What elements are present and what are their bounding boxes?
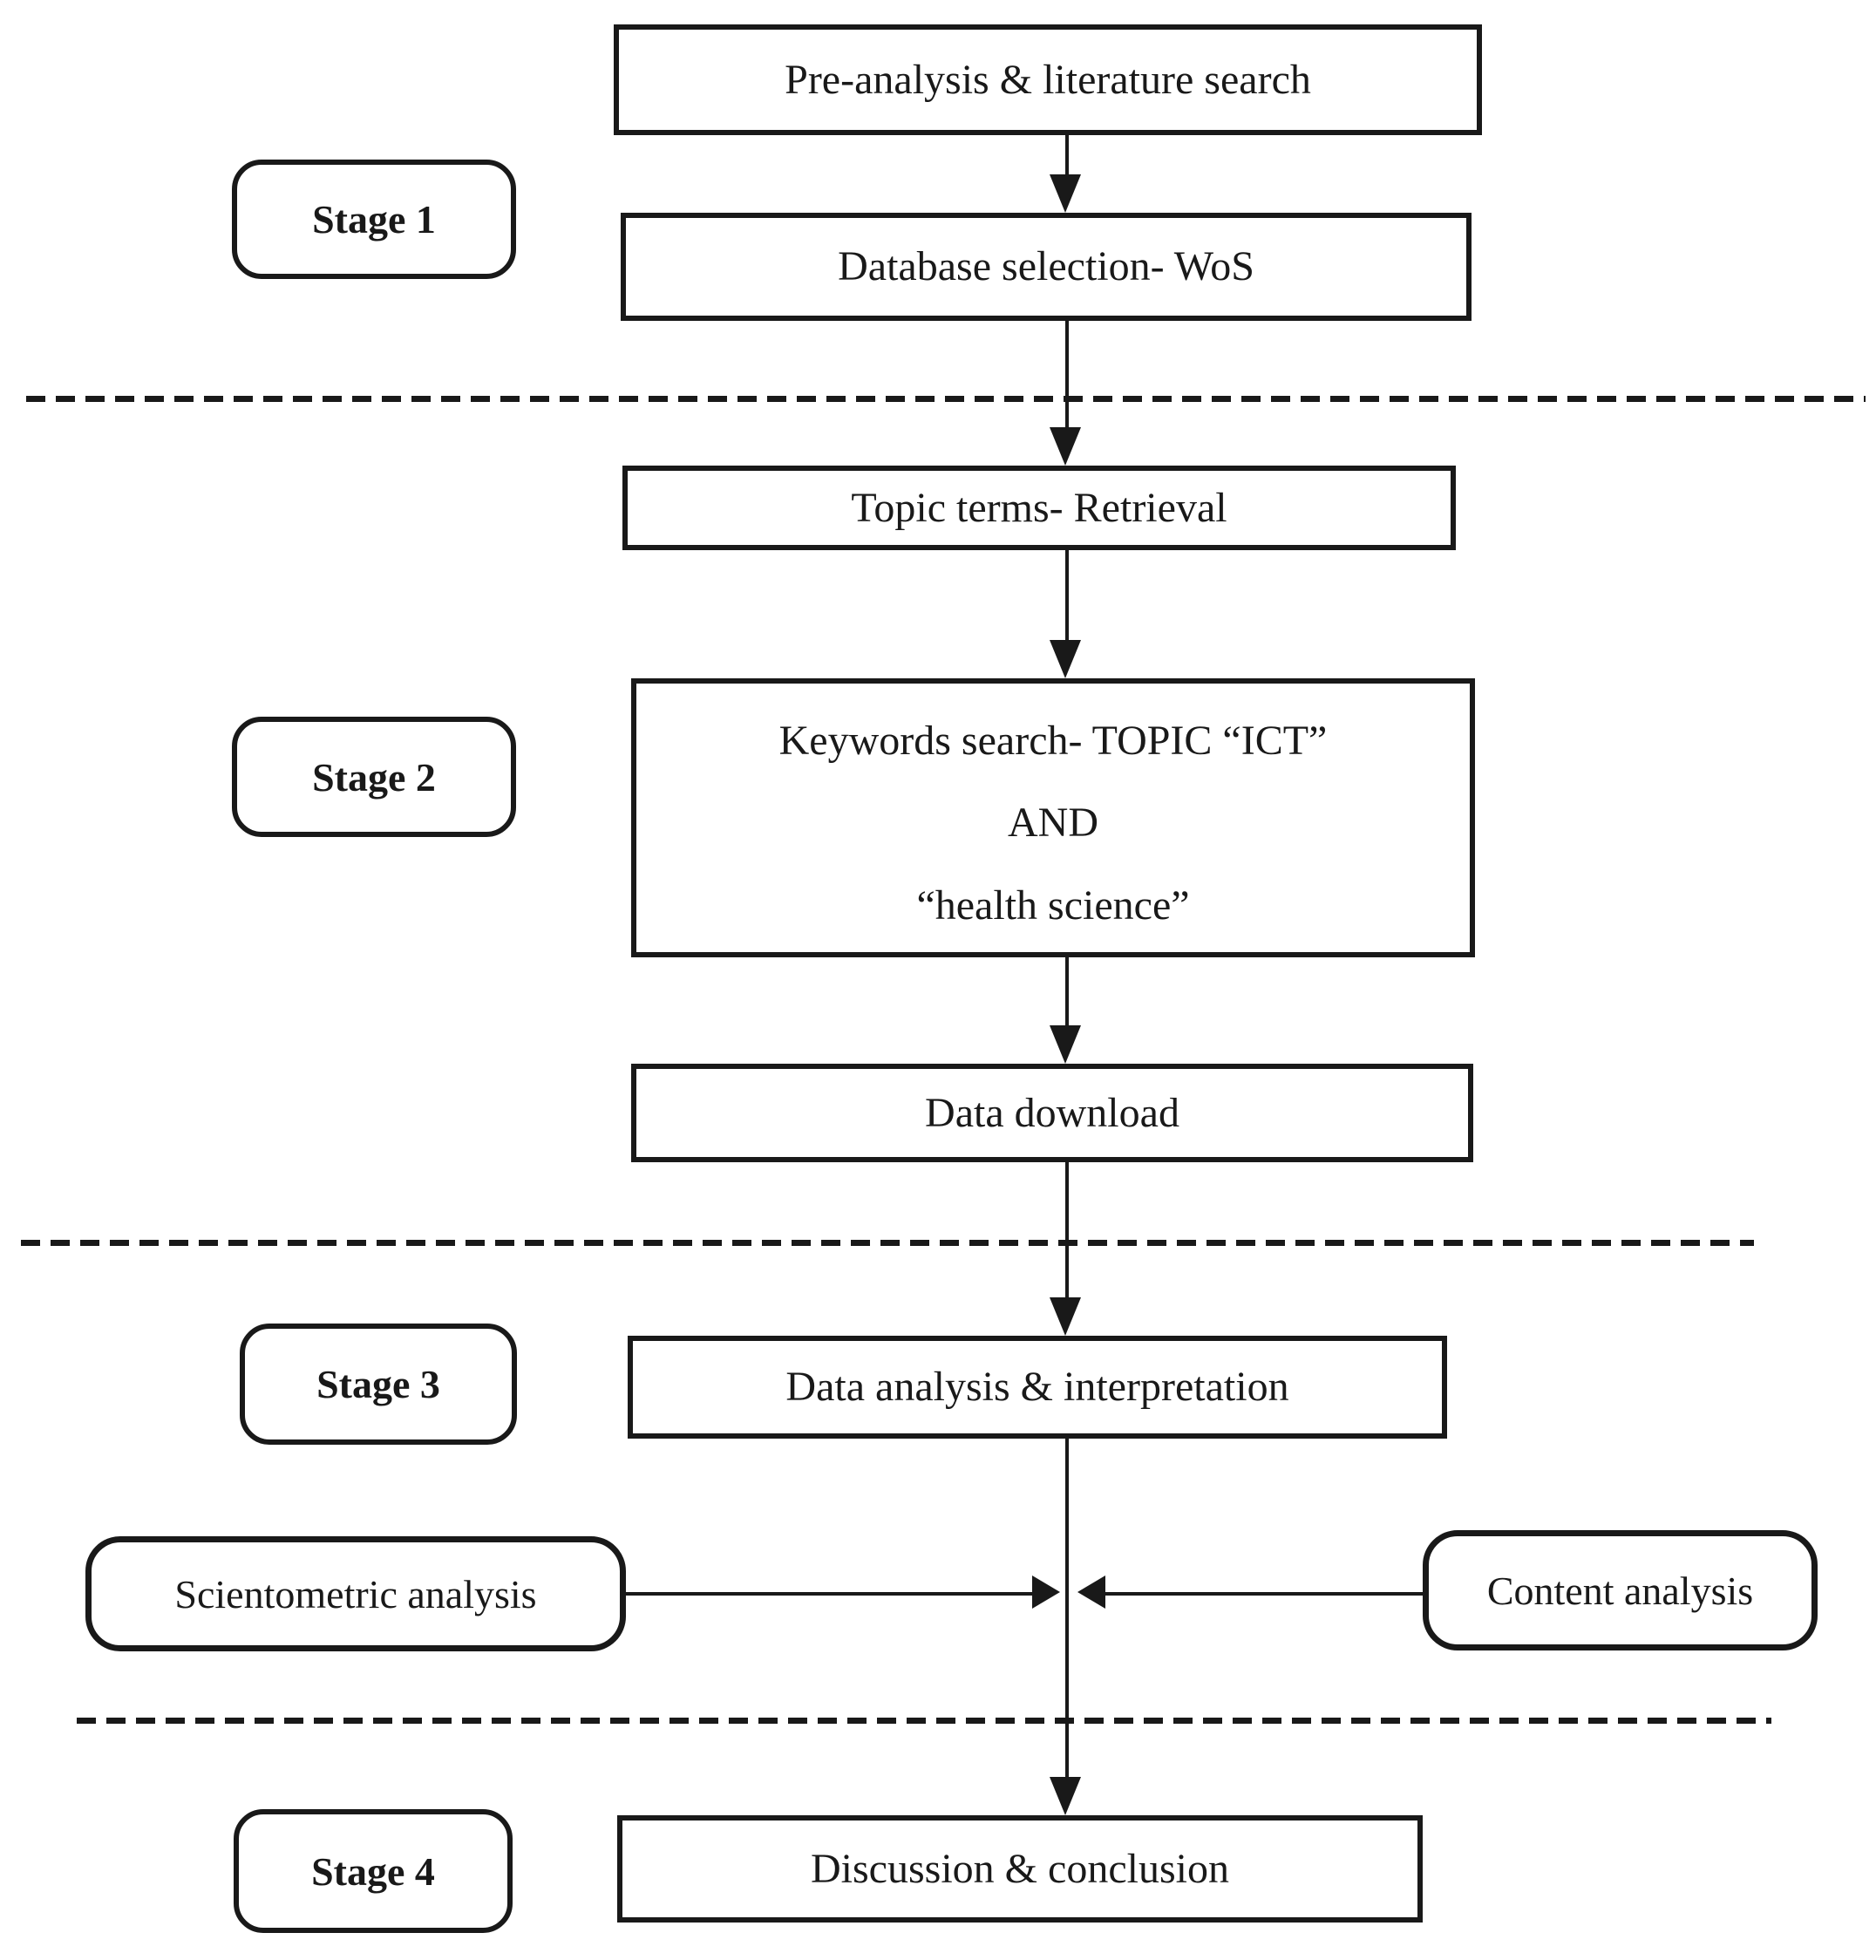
arrow-analysis-to-discussion-head [1050, 1777, 1081, 1815]
pre-analysis-box: Pre-analysis & literature search [614, 24, 1482, 135]
stage-1-box: Stage 1 [232, 160, 516, 279]
stage-3-label: Stage 3 [316, 1362, 440, 1406]
arrow-keywords-to-download-head [1050, 1025, 1081, 1064]
data-download-label: Data download [925, 1089, 1179, 1136]
data-analysis-label: Data analysis & interpretation [785, 1364, 1289, 1411]
stage-3-box: Stage 3 [240, 1324, 517, 1445]
content-analysis-box: Content analysis [1423, 1530, 1818, 1650]
stage-4-box: Stage 4 [234, 1809, 513, 1933]
arrow-topic-to-keywords-head [1050, 640, 1081, 678]
stage-2-label: Stage 2 [312, 754, 436, 800]
stage-1-label: Stage 1 [312, 197, 436, 242]
arrow-database-to-topic-shaft [1065, 321, 1069, 429]
arrow-download-to-analysis-shaft [1065, 1162, 1069, 1298]
data-analysis-box: Data analysis & interpretation [628, 1336, 1447, 1439]
discussion-label: Discussion & conclusion [811, 1845, 1229, 1892]
stage-4-label: Stage 4 [311, 1848, 435, 1894]
keywords-search-line-1: Keywords search- TOPIC “ICT” [778, 718, 1328, 764]
scientometric-connector-shaft [626, 1592, 1032, 1596]
content-connector-head [1077, 1575, 1105, 1609]
arrow-keywords-to-download-shaft [1065, 957, 1069, 1027]
database-selection-label: Database selection- WoS [838, 243, 1254, 290]
arrow-pre-to-database-head [1050, 174, 1081, 213]
scientometric-analysis-label: Scientometric analysis [174, 1571, 537, 1616]
database-selection-box: Database selection- WoS [621, 213, 1472, 321]
arrow-pre-to-database-shaft [1065, 135, 1069, 177]
arrow-analysis-to-discussion-shaft [1065, 1439, 1069, 1777]
arrow-topic-to-keywords-shaft [1065, 550, 1069, 641]
content-analysis-label: Content analysis [1486, 1568, 1754, 1613]
arrow-database-to-topic-head [1050, 427, 1081, 466]
keywords-search-line-2: AND [1008, 800, 1098, 847]
stage-2-box: Stage 2 [232, 717, 516, 837]
stage-separator-3 [77, 1718, 1771, 1724]
keywords-search-line-3: “health science” [916, 881, 1190, 929]
keywords-search-box: Keywords search- TOPIC “ICT” AND “health… [631, 678, 1475, 957]
stage-separator-1 [26, 396, 1866, 402]
pre-analysis-label: Pre-analysis & literature search [785, 56, 1311, 103]
content-connector-shaft [1105, 1592, 1423, 1596]
stage-separator-2 [21, 1240, 1754, 1246]
data-download-box: Data download [631, 1064, 1473, 1162]
topic-terms-box: Topic terms- Retrieval [622, 466, 1456, 550]
scientometric-connector-head [1032, 1575, 1060, 1609]
discussion-box: Discussion & conclusion [617, 1815, 1423, 1923]
scientometric-analysis-box: Scientometric analysis [85, 1536, 626, 1651]
arrow-download-to-analysis-head [1050, 1297, 1081, 1336]
topic-terms-label: Topic terms- Retrieval [851, 484, 1227, 531]
